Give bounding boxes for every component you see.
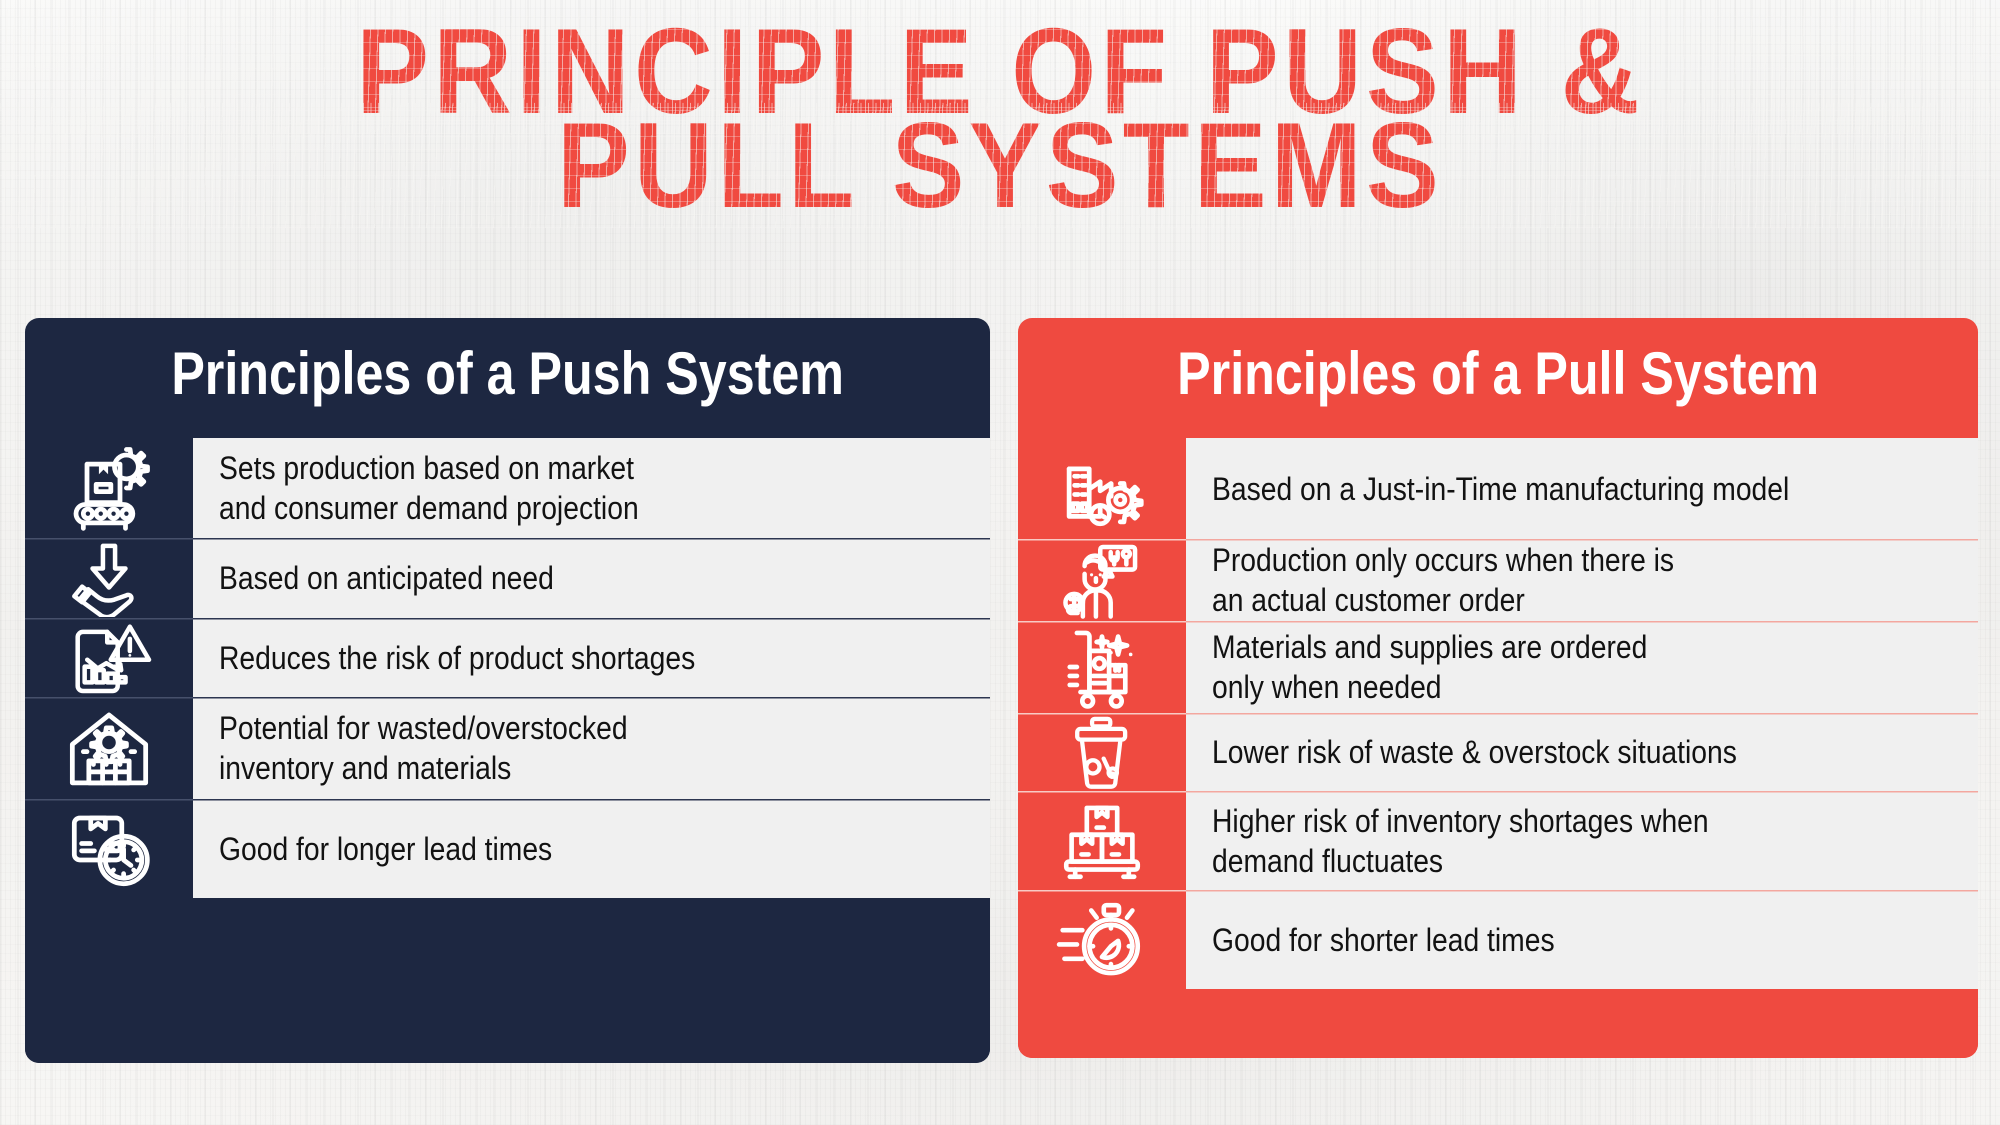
declining-chart-warning-icon (25, 618, 193, 697)
row-text-line-1: Sets production based on market (219, 450, 634, 486)
box-clock-icon (25, 799, 193, 898)
row-text: Based on a Just-in-Time manufacturing mo… (1186, 438, 1978, 539)
warehouse-gear-boxes-icon (25, 697, 193, 799)
row-text: Lower risk of waste & overstock situatio… (1186, 713, 1978, 791)
row-text: Higher risk of inventory shortages when … (1186, 791, 1978, 890)
row-text-line-1: Good for longer lead times (219, 830, 553, 867)
table-row[interactable]: Good for longer lead times (25, 799, 990, 898)
customer-order-person-icon (1018, 539, 1186, 621)
row-text: Production only occurs when there is an … (1186, 539, 1978, 621)
row-text-line-1: Reduces the risk of product shortages (219, 639, 696, 676)
table-row[interactable]: Materials and supplies are ordered only … (1018, 621, 1978, 713)
stacked-boxes-pallet-icon (1018, 791, 1186, 890)
row-text: Potential for wasted/overstocked invento… (193, 697, 990, 799)
box-conveyor-gear-icon (25, 438, 193, 538)
push-panel-header: Principles of a Push System (25, 318, 990, 438)
table-row[interactable]: Potential for wasted/overstocked invento… (25, 697, 990, 799)
push-panel-footer (25, 898, 990, 1063)
row-text-line-2: and consumer demand projection (219, 490, 639, 526)
row-text: Reduces the risk of product shortages (193, 618, 990, 697)
page-title: PRINCIPLE OF PUSH & PULL SYSTEMS (0, 8, 2000, 228)
pull-panel-header-text: Principles of a Pull System (1177, 340, 1819, 408)
push-panel-rows: Sets production based on market and cons… (25, 438, 990, 898)
row-text: Good for longer lead times (193, 799, 990, 898)
table-row[interactable]: Sets production based on market and cons… (25, 438, 990, 538)
table-row[interactable]: Production only occurs when there is an … (1018, 539, 1978, 621)
row-text-line-1: Materials and supplies are ordered (1212, 629, 1648, 665)
table-row[interactable]: Based on a Just-in-Time manufacturing mo… (1018, 438, 1978, 539)
row-text-line-1: Potential for wasted/overstocked (219, 710, 628, 746)
arrow-down-into-hand-icon (25, 538, 193, 618)
table-row[interactable]: Based on anticipated need (25, 538, 990, 618)
page-title-line-2: PULL SYSTEMS (0, 102, 2000, 228)
factory-gear-clock-icon (1018, 438, 1186, 539)
row-text: Sets production based on market and cons… (193, 438, 990, 538)
pull-panel-footer (1018, 989, 1978, 1058)
supply-cart-boxes-icon (1018, 621, 1186, 713)
row-text-line-1: Good for shorter lead times (1212, 921, 1555, 958)
push-system-panel: Principles of a Push System (25, 318, 990, 1063)
table-row[interactable]: Good for shorter lead times (1018, 890, 1978, 989)
row-text-line-2: demand fluctuates (1212, 842, 1444, 879)
table-row[interactable]: Lower risk of waste & overstock situatio… (1018, 713, 1978, 791)
row-text-line-1: Based on a Just-in-Time manufacturing mo… (1212, 470, 1790, 507)
row-text-line-1: Higher risk of inventory shortages when (1212, 802, 1709, 839)
pull-panel-rows: Based on a Just-in-Time manufacturing mo… (1018, 438, 1978, 989)
table-row[interactable]: Higher risk of inventory shortages when … (1018, 791, 1978, 890)
row-text-line-2: inventory and materials (219, 750, 512, 786)
row-text-line-2: only when needed (1212, 669, 1442, 705)
row-text-line-1: Production only occurs when there is (1212, 542, 1675, 578)
row-text: Good for shorter lead times (1186, 890, 1978, 989)
pull-system-panel: Principles of a Pull System (1018, 318, 1978, 1058)
row-text-line-1: Based on anticipated need (219, 560, 554, 596)
fast-stopwatch-icon (1018, 890, 1186, 989)
row-text-line-1: Lower risk of waste & overstock situatio… (1212, 734, 1737, 770)
row-text: Based on anticipated need (193, 538, 990, 618)
table-row[interactable]: Reduces the risk of product shortages (25, 618, 990, 697)
row-text-line-2: an actual customer order (1212, 582, 1525, 618)
row-text: Materials and supplies are ordered only … (1186, 621, 1978, 713)
trash-zero-percent-icon (1018, 713, 1186, 791)
push-panel-header-text: Principles of a Push System (171, 340, 844, 408)
pull-panel-header: Principles of a Pull System (1018, 318, 1978, 438)
